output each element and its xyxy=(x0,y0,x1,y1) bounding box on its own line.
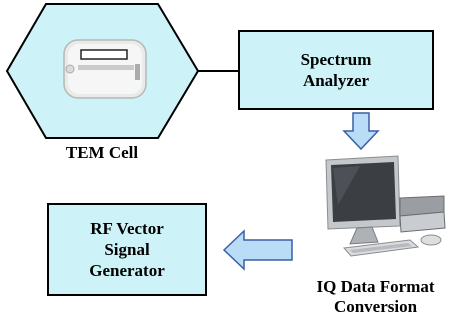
rf-generator-line-2: Signal xyxy=(104,240,150,259)
tem-cell-label: TEM Cell xyxy=(65,143,139,162)
down-arrow xyxy=(342,112,380,151)
left-arrow xyxy=(222,229,293,271)
spectrum-analyzer-line-2: Analyzer xyxy=(302,71,370,90)
rf-generator-line-3: Generator xyxy=(89,261,165,280)
iq-conversion-line-1: IQ Data Format xyxy=(316,277,435,296)
tem-cell-device-icon xyxy=(63,39,147,99)
computer-workstation-icon xyxy=(325,155,446,257)
iq-data-format-conversion-label: IQ Data Format Conversion xyxy=(298,277,453,317)
iq-conversion-line-2: Conversion xyxy=(333,297,418,316)
rf-vector-signal-generator-box: RF Vector Signal Generator xyxy=(47,203,207,296)
rf-generator-line-1: RF Vector xyxy=(90,219,164,238)
spectrum-analyzer-box: Spectrum Analyzer xyxy=(238,30,434,110)
spectrum-analyzer-line-1: Spectrum xyxy=(300,50,372,69)
